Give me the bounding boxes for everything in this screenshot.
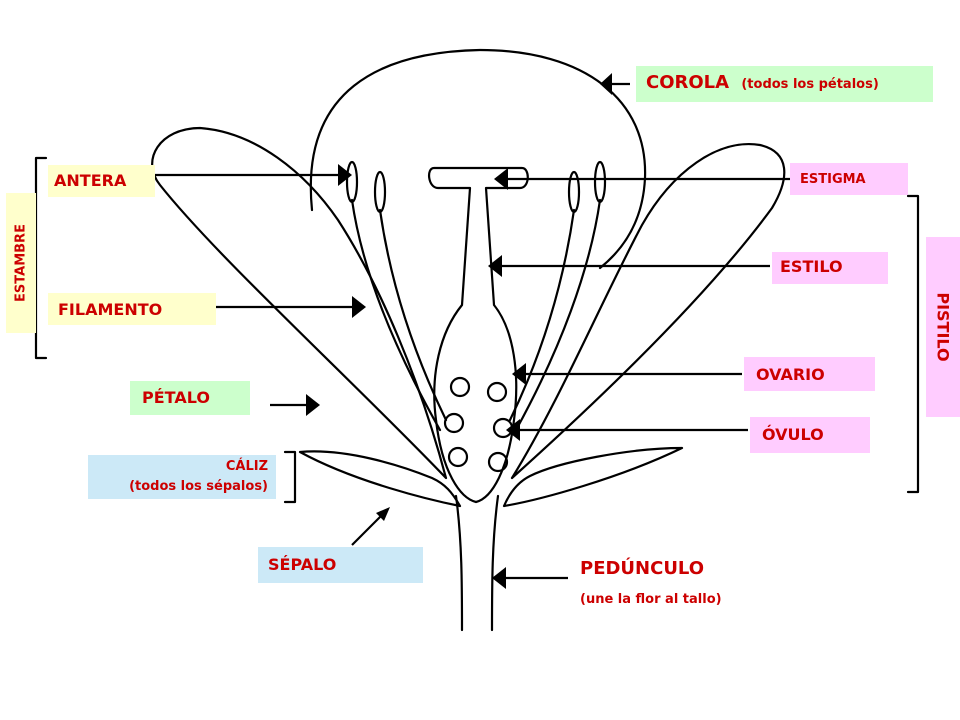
label-petalo: PÉTALO bbox=[130, 381, 250, 415]
label-filamento: FILAMENTO bbox=[48, 293, 216, 325]
peduncle-left-edge bbox=[454, 494, 464, 632]
arrowhead-estigma bbox=[494, 168, 508, 190]
filament-2 bbox=[378, 208, 448, 422]
ovule-5 bbox=[447, 446, 469, 468]
pistilo-bracket bbox=[906, 194, 920, 494]
label-caliz-title: CÁLIZ bbox=[225, 459, 268, 474]
ovule-3 bbox=[443, 412, 465, 434]
label-corola-note: (todos los pétalos) bbox=[741, 77, 879, 92]
arrowhead-filamento bbox=[352, 296, 366, 318]
label-pistilo: PISTILO bbox=[933, 292, 953, 362]
corolla-outline bbox=[309, 48, 647, 270]
label-corola: COROLA (todos los pétalos) bbox=[636, 66, 933, 102]
filament-1 bbox=[350, 198, 442, 432]
arrowhead-ovulo bbox=[506, 419, 520, 441]
estambre-bracket bbox=[34, 156, 48, 360]
label-corola-title: COROLA bbox=[646, 72, 730, 93]
peduncle-right-edge bbox=[490, 494, 500, 632]
label-estigma: ESTIGMA bbox=[790, 163, 908, 195]
right-sepal bbox=[502, 446, 684, 508]
label-pedunculo-note: (une la flor al tallo) bbox=[580, 592, 722, 607]
filament-3 bbox=[508, 208, 576, 422]
arrowhead-pedunculo bbox=[492, 567, 506, 589]
left-sepal bbox=[298, 450, 462, 508]
anther-3 bbox=[567, 170, 581, 214]
label-ovario: OVARIO bbox=[744, 357, 875, 391]
pistil-outline bbox=[428, 166, 529, 504]
ovule-1 bbox=[449, 376, 471, 398]
caliz-bracket bbox=[283, 450, 297, 504]
arrowhead-estilo bbox=[488, 255, 502, 277]
arrowhead-ovario bbox=[512, 363, 526, 385]
label-ovulo: ÓVULO bbox=[750, 417, 870, 453]
label-estambre: ESTAMBRE bbox=[13, 224, 29, 302]
anther-4 bbox=[593, 160, 607, 204]
arrowhead-antera bbox=[338, 164, 352, 186]
ovule-2 bbox=[486, 381, 508, 403]
label-pedunculo: PEDÚNCULO bbox=[580, 558, 705, 579]
anther-1 bbox=[345, 160, 359, 204]
ovule-6 bbox=[487, 451, 509, 473]
arrowhead-sepalo bbox=[376, 507, 390, 521]
label-estilo: ESTILO bbox=[772, 252, 888, 284]
pointer-sepalo bbox=[351, 514, 383, 546]
label-estambre-box bbox=[6, 193, 36, 333]
label-pistilo-box bbox=[926, 237, 960, 417]
arrowhead-corola bbox=[600, 73, 612, 95]
label-caliz-note: (todos los sépalos) bbox=[129, 479, 268, 494]
label-antera: ANTERA bbox=[48, 165, 155, 197]
label-caliz: CÁLIZ (todos los sépalos) bbox=[88, 455, 276, 499]
label-sepalo: SÉPALO bbox=[258, 547, 423, 583]
left-petal bbox=[151, 126, 448, 480]
right-petal bbox=[510, 143, 786, 480]
anther-2 bbox=[373, 170, 387, 214]
arrowhead-petalo bbox=[306, 394, 320, 416]
filament-4 bbox=[514, 198, 602, 432]
